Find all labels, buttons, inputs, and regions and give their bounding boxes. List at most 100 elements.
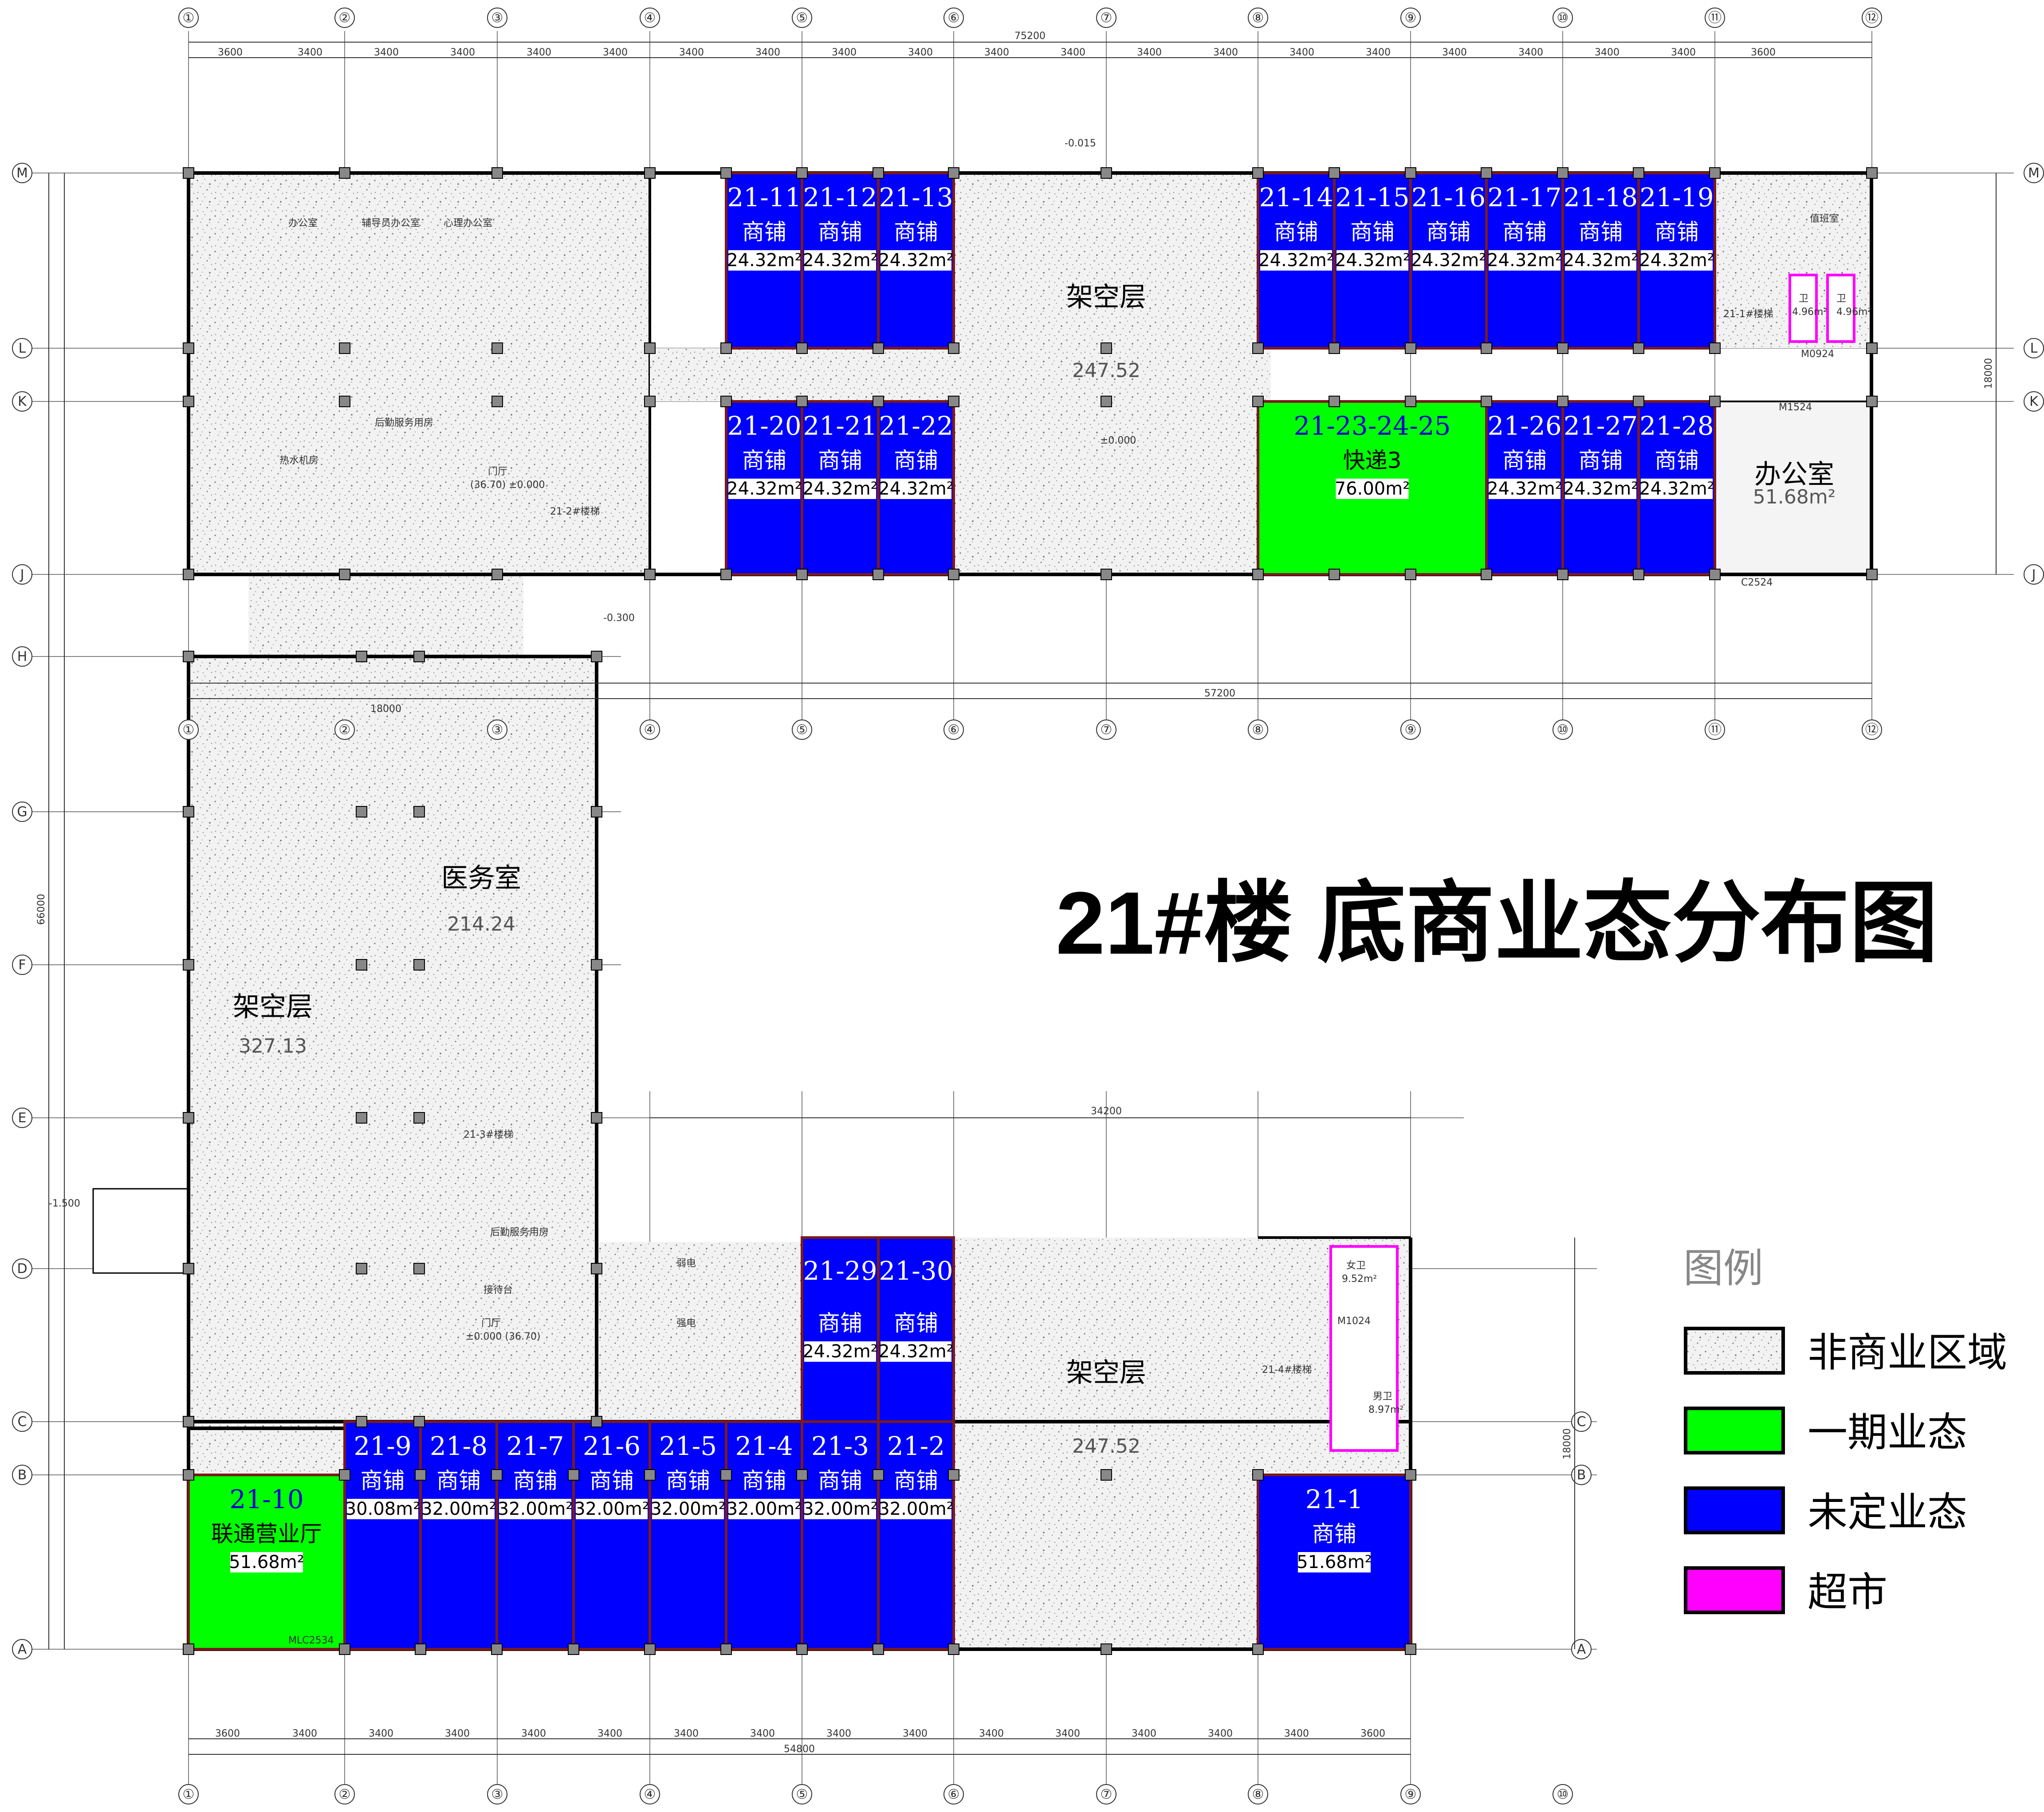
zone-name: 办公室 [1754, 459, 1834, 490]
dim-span: 3400 [832, 47, 857, 58]
dim-total: 57200 [1204, 688, 1235, 699]
column [873, 1643, 884, 1655]
column [183, 1263, 194, 1274]
unit-area: 51.68m² [229, 1552, 304, 1572]
elevation: -0.015 [1065, 138, 1096, 149]
unit-area: 24.32m² [878, 479, 954, 499]
unit-type: 商铺 [894, 1310, 938, 1336]
column [1252, 167, 1264, 179]
axis-bubble: ⑦ [1096, 719, 1116, 740]
unit-type: 商铺 [1502, 219, 1547, 245]
axis-bubble: A [1571, 1639, 1592, 1659]
unit-id: 21-14 [1259, 182, 1333, 212]
column [339, 396, 350, 407]
zone-name: 架空层 [1066, 282, 1146, 313]
area-plate [728, 479, 800, 499]
legend-label: 非商业区域 [1808, 1329, 2007, 1376]
dim-span: 3400 [597, 1728, 622, 1739]
column [644, 1643, 656, 1655]
axis-bubble: ⑦ [1096, 1784, 1116, 1804]
axis-bubble: ⑤ [792, 8, 812, 28]
dim-total: 66000 [36, 894, 47, 925]
page-title: 21#楼 底商业态分布图 [1056, 874, 1938, 973]
unit-box [725, 1420, 803, 1651]
unit-type: 商铺 [1274, 219, 1318, 245]
unit-id: 21-2 [887, 1431, 945, 1461]
column [339, 1643, 350, 1655]
axis-label: M [16, 165, 28, 181]
columns [183, 167, 1878, 1655]
axis-label: ⑧ [1252, 10, 1264, 26]
column [1633, 342, 1644, 354]
unit-type: 商铺 [1655, 448, 1699, 473]
axis-label: ⑩ [1557, 1787, 1569, 1802]
room-label: 后勤服务用房 [490, 1227, 549, 1238]
column [591, 1416, 602, 1427]
axis-label: J [2031, 567, 2036, 582]
axis-label: ⑪ [1708, 10, 1722, 26]
unit-type: 商铺 [818, 448, 862, 473]
column [1101, 1469, 1112, 1481]
column [1405, 396, 1416, 407]
area-plate [1413, 250, 1484, 271]
zone-area: 247.52 [1072, 1435, 1140, 1458]
axis-bubble: ① [178, 1784, 199, 1804]
legend-item: 未定业态 [1684, 1486, 1967, 1536]
area-plate [804, 479, 876, 499]
area-plate [1565, 479, 1636, 499]
column [413, 1263, 425, 1274]
axis-label: E [18, 1110, 27, 1126]
column [1252, 1469, 1264, 1481]
axis-bubble: ② [334, 719, 355, 740]
column [491, 167, 503, 179]
area-plate [880, 1341, 951, 1362]
axis-bubble: ⑪ [1705, 719, 1725, 740]
axis-bubble: ⑩ [1553, 1784, 1573, 1804]
axis-label: ⑫ [1865, 722, 1879, 738]
column [720, 396, 732, 407]
unit-type: 商铺 [1655, 219, 1699, 245]
dim-total: 54800 [784, 1744, 815, 1755]
dim-span: 3400 [903, 1728, 928, 1739]
unit-area: 30.08m² [345, 1499, 421, 1519]
unit-area: 24.32m² [1563, 479, 1639, 499]
unit-id: 21-27 [1564, 411, 1638, 441]
axis-label: ⑧ [1252, 722, 1264, 738]
legend-swatch [1684, 1407, 1785, 1454]
column [796, 396, 808, 407]
column [356, 1112, 367, 1124]
column [1481, 396, 1492, 407]
column [183, 167, 194, 179]
legend-item: 一期业态 [1684, 1407, 1967, 1456]
dim-span: 3400 [1137, 47, 1162, 58]
room-label: 强电 [676, 1318, 696, 1329]
column [1101, 342, 1112, 354]
axis-bubble: ③ [487, 719, 507, 740]
unit-type: 商铺 [361, 1468, 405, 1494]
axis-bubble: ⑧ [1248, 719, 1268, 740]
unit-id: 21-11 [727, 182, 801, 212]
unit-type: 商铺 [1350, 219, 1395, 245]
axis-bubble: ① [178, 8, 199, 28]
column [1405, 167, 1416, 179]
column [356, 651, 367, 662]
unit-type: 商铺 [818, 1310, 862, 1336]
axis-label: ② [339, 722, 351, 738]
dim-span: 3400 [1213, 47, 1238, 58]
column [796, 1643, 808, 1655]
area-plate [804, 250, 876, 271]
axis-bubble: ⑦ [1096, 8, 1116, 28]
unit-type: 商铺 [818, 219, 862, 245]
room-label: 卫 [1836, 293, 1846, 304]
column [183, 651, 194, 662]
dim-span: 3400 [1061, 47, 1085, 58]
unit-area: 24.32m² [1487, 250, 1562, 271]
room-label: 21-2#楼梯 [550, 506, 600, 517]
room-label: 办公室 [288, 218, 318, 229]
axis-bubble: ⑤ [792, 719, 812, 740]
legend: 图例 非商业区域 一期业态 未定业态 超市 [1683, 1245, 2007, 1615]
